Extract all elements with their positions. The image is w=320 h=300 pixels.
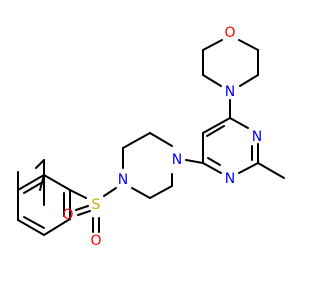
bond [238, 39, 259, 51]
molecule-structure-diagram: O N N N N N S O O [17, 25, 285, 249]
bond [43, 174, 71, 191]
atom-label-oxygen: O [62, 207, 73, 223]
bond [131, 187, 151, 199]
bond [17, 219, 45, 236]
atom-labels: O N N N N N S O O [62, 25, 262, 249]
molecule-svg: O N N N N N S O O [17, 25, 285, 249]
bond [23, 182, 42, 194]
bond [69, 189, 87, 199]
bonds [17, 39, 285, 236]
bond [103, 187, 117, 197]
bond [257, 162, 285, 179]
bond [239, 74, 259, 87]
bond [75, 205, 89, 211]
bond [206, 125, 225, 137]
atom-label-nitrogen: N [225, 171, 235, 187]
bond [43, 218, 71, 236]
atom-label-nitrogen: N [118, 172, 128, 188]
bond [77, 210, 91, 216]
bond [122, 132, 151, 149]
bond [202, 39, 223, 51]
atom-label-oxygen: O [224, 25, 235, 41]
bond [202, 162, 222, 174]
bond [23, 216, 45, 229]
bond [149, 185, 173, 199]
bond [229, 117, 249, 129]
bond [238, 162, 259, 174]
atom-label-nitrogen: N [172, 152, 182, 168]
bond [207, 157, 221, 166]
bond [202, 74, 222, 87]
atom-label-oxygen: O [90, 233, 101, 249]
bond [202, 117, 231, 134]
atom-label-sulfur: S [92, 197, 101, 213]
bond [149, 132, 173, 147]
atom-label-nitrogen: N [252, 129, 262, 145]
bond [35, 159, 45, 169]
atom-label-nitrogen: N [225, 84, 235, 100]
bond [17, 174, 45, 191]
bond [185, 159, 204, 164]
